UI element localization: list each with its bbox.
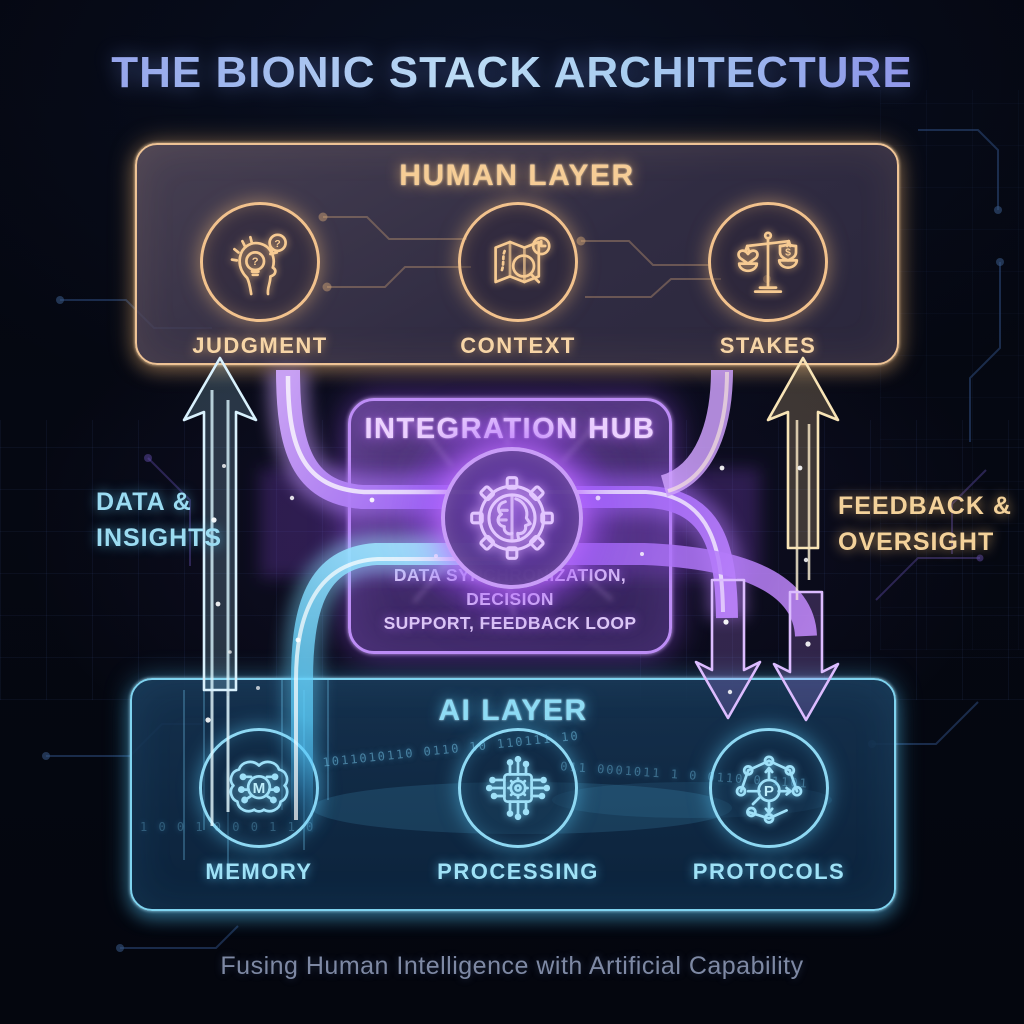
stakes-label: STAKES [719, 333, 817, 358]
data-insights-label: DATA & INSIGHTS [96, 484, 222, 557]
judgment-question-glyph: ? [252, 256, 259, 268]
grid-band-right-column [880, 90, 1024, 650]
ai-item-protocols: P PROTOCOLS [689, 728, 849, 885]
data-insights-line2: INSIGHTS [96, 524, 223, 553]
judgment-bubble-question-glyph: ? [274, 239, 280, 250]
feedback-oversight-label: FEEDBACK & OVERSIGHT [838, 488, 1012, 561]
network-icon: P [709, 728, 829, 848]
gear-brain-icon [441, 447, 583, 589]
memory-monogram: M [253, 780, 266, 797]
judgment-label: JUDGMENT [192, 333, 328, 358]
integration-hub-subtitle-line2: SUPPORT, FEEDBACK LOOP [383, 612, 637, 633]
protocols-label: PROTOCOLS [692, 859, 846, 884]
protocols-monogram: P [764, 783, 774, 800]
data-insights-line1: DATA & [96, 488, 192, 516]
feedback-oversight-line2: OVERSIGHT [838, 528, 995, 557]
footer-caption: Fusing Human Intelligence with Artificia… [220, 952, 804, 980]
binary-stream-decoration-3: 1 0 0 1 0 0 0 1 1 0 [140, 820, 316, 834]
processing-label: PROCESSING [437, 859, 599, 884]
judgment-icon: ? ? [200, 202, 320, 322]
stakes-dollar-glyph: $ [785, 248, 791, 259]
context-icon [458, 202, 578, 322]
human-layer-box: HUMAN LAYER ? ? JUDGMENT [135, 143, 899, 365]
human-layer-title: HUMAN LAYER [399, 159, 635, 192]
human-item-stakes: $ STAKES [688, 202, 848, 359]
human-item-judgment: ? ? JUDGMENT [180, 202, 340, 359]
feedback-oversight-line1: FEEDBACK & [838, 492, 1012, 520]
integration-hub-title: INTEGRATION HUB [364, 413, 656, 445]
stakes-icon: $ [708, 202, 828, 322]
ai-layer-box: AI LAYER M MEMORY [130, 678, 896, 911]
grid-band-left [0, 420, 352, 700]
memory-label: MEMORY [205, 859, 313, 884]
ai-layer-title: AI LAYER [438, 694, 588, 727]
page-title: THE BIONIC STACK ARCHITECTURE [0, 48, 1024, 98]
human-item-context: CONTEXT [438, 202, 598, 359]
context-label: CONTEXT [460, 333, 576, 358]
ai-item-memory: M MEMORY [179, 728, 339, 885]
